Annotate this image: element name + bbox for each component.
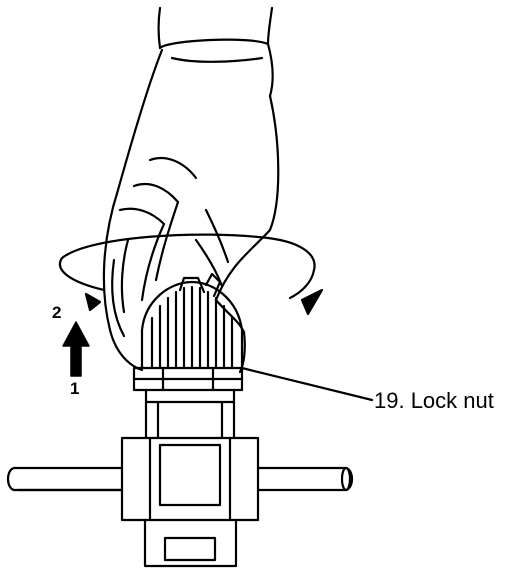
step-1-label: 1 [70,379,80,398]
lock-nut-callout: 19. Lock nut [374,388,494,413]
callout-leader-line [240,366,374,402]
arrow-up-icon [62,321,90,377]
step-2-label: 2 [52,303,62,322]
valve-stem [144,388,236,440]
rotation-arrow-icon [59,233,324,316]
horizontal-pipe [6,466,354,492]
tee-fitting [120,436,260,568]
knurled-cap [140,272,244,370]
gloved-hand [102,6,280,374]
lock-nut [132,366,244,392]
